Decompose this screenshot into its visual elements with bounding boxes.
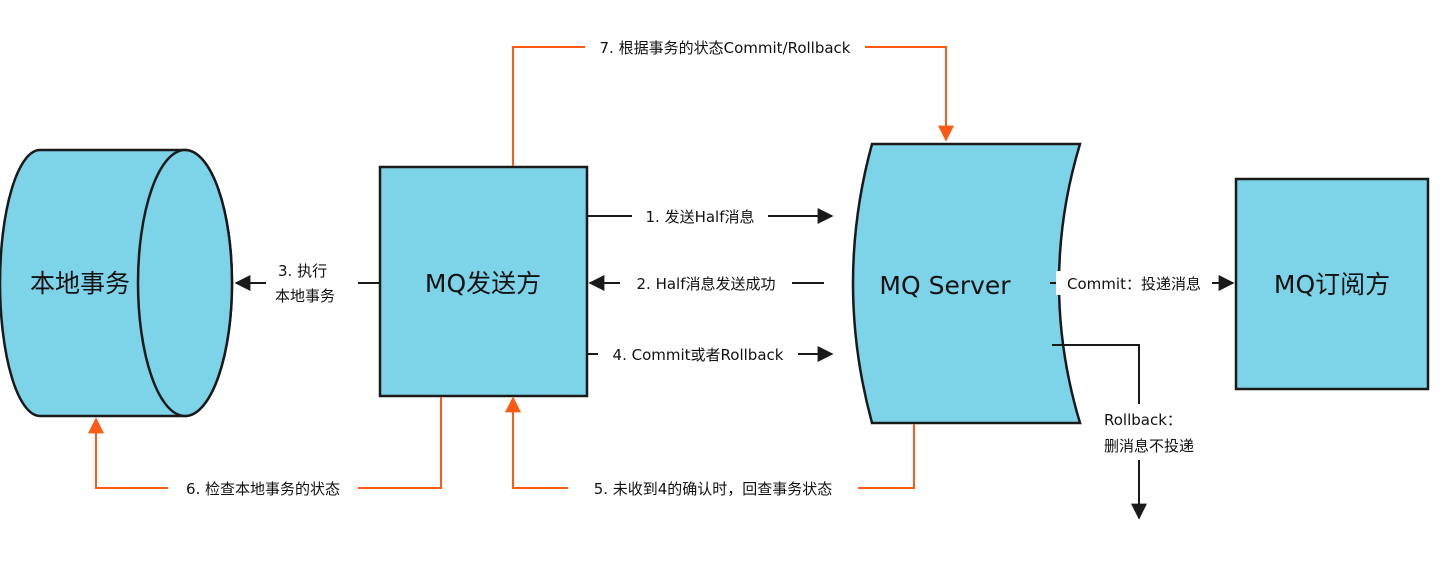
mq-subscriber-label: MQ订阅方 bbox=[1274, 270, 1390, 299]
edge-step7: 7. 根据事务的状态Commit/Rollback bbox=[512, 35, 954, 166]
edge-step5-arrow bbox=[505, 396, 915, 489]
edge-commit-label-bg bbox=[1056, 271, 1212, 295]
mq-producer-label: MQ发送方 bbox=[425, 269, 541, 298]
local-transaction-label: 本地事务 bbox=[30, 269, 130, 298]
edge-step4-label-bg bbox=[598, 342, 798, 366]
mq-server-node: MQ Server bbox=[851, 142, 1082, 425]
edge-step5-label-bg bbox=[568, 476, 858, 500]
mq-server-label: MQ Server bbox=[879, 271, 1011, 300]
edge-commit: Commit：投递消息 bbox=[1050, 271, 1235, 295]
edge-rollback-label-bg bbox=[1098, 404, 1224, 460]
edge-step4-label: 4. Commit或者Rollback bbox=[613, 346, 784, 364]
edge-step2-label: 2. Half消息发送成功 bbox=[637, 275, 776, 293]
edge-step2: 2. Half消息发送成功 bbox=[588, 271, 824, 295]
edge-rollback-label-line1: Rollback： bbox=[1104, 411, 1182, 429]
edge-step7-label-bg bbox=[585, 35, 865, 59]
edge-step1-label-bg bbox=[632, 204, 768, 228]
mq-producer-box bbox=[378, 165, 589, 398]
edge-step7-label: 7. 根据事务的状态Commit/Rollback bbox=[600, 39, 851, 57]
edge-step5-label: 5. 未收到4的确认时，回查事务状态 bbox=[594, 480, 833, 498]
edge-step4: 4. Commit或者Rollback bbox=[588, 342, 834, 366]
local-transaction-node: 本地事务 bbox=[0, 148, 234, 418]
edge-step1-label: 1. 发送Half消息 bbox=[646, 208, 755, 226]
edge-rollback-label-line2: 删消息不投递 bbox=[1104, 437, 1194, 455]
mq-server-shape bbox=[851, 142, 1082, 425]
edge-step6-label-bg bbox=[168, 476, 358, 500]
edge-commit-label: Commit：投递消息 bbox=[1067, 275, 1201, 293]
mq-subscriber-node: MQ订阅方 bbox=[1234, 177, 1430, 391]
edge-step6: 6. 检查本地事务的状态 bbox=[88, 397, 442, 500]
edge-step3-label-bg bbox=[266, 256, 358, 306]
local-transaction-cylinder-cap bbox=[136, 148, 234, 418]
edge-step6-label: 6. 检查本地事务的状态 bbox=[186, 480, 340, 498]
edge-step3-label-line1: 3. 执行 bbox=[278, 262, 327, 280]
edge-step3: 3. 执行 本地事务 bbox=[234, 256, 380, 306]
edge-rollback: Rollback： 删消息不投递 bbox=[1052, 344, 1224, 520]
edge-step2-label-bg bbox=[620, 271, 792, 295]
edge-step1: 1. 发送Half消息 bbox=[588, 204, 834, 228]
edge-step5: 5. 未收到4的确认时，回查事务状态 bbox=[505, 396, 915, 500]
edge-rollback-arrow bbox=[1052, 344, 1147, 520]
edge-step3-label-line2: 本地事务 bbox=[275, 287, 335, 305]
mq-subscriber-box bbox=[1234, 177, 1430, 391]
mq-producer-node: MQ发送方 bbox=[378, 165, 589, 398]
